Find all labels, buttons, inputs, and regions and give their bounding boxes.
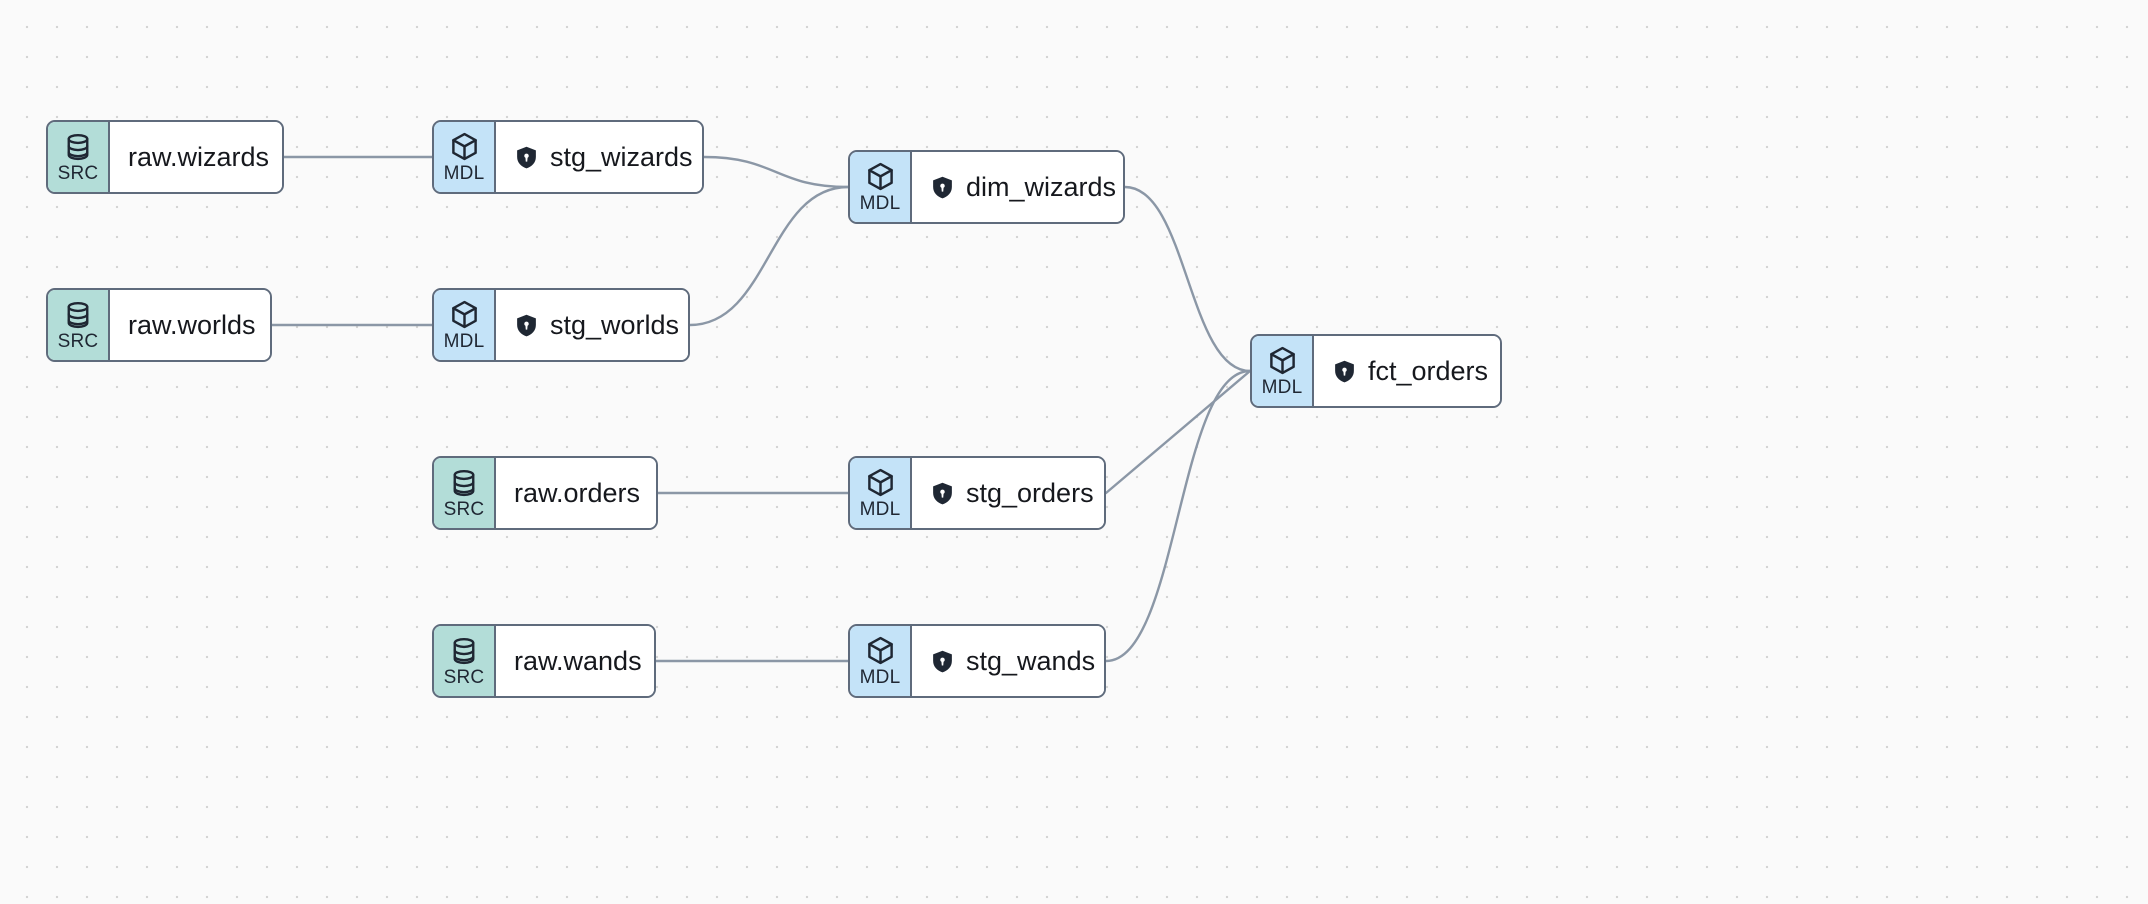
node-body: stg_orders bbox=[912, 458, 1104, 528]
node-body: fct_orders bbox=[1314, 336, 1500, 406]
node-kind-badge-src: SRC bbox=[48, 290, 110, 360]
node-kind-label: MDL bbox=[859, 499, 901, 520]
node-body: raw.worlds bbox=[110, 290, 270, 360]
edge-stg_orders-to-fct_orders bbox=[1104, 369, 1252, 495]
database-icon bbox=[449, 468, 479, 498]
shield-lock-icon bbox=[930, 175, 955, 200]
shield-lock-icon bbox=[514, 145, 539, 170]
cube-icon bbox=[1267, 345, 1298, 376]
shield-lock-icon bbox=[930, 649, 955, 674]
edge-dim_wizards-to-fct_orders bbox=[1123, 185, 1252, 373]
node-label: raw.wizards bbox=[128, 141, 270, 172]
cube-icon bbox=[865, 467, 896, 498]
node-body: stg_worlds bbox=[496, 290, 688, 360]
node-label: stg_orders bbox=[966, 477, 1094, 508]
node-body: raw.wizards bbox=[110, 122, 282, 192]
node-stg_wizards[interactable]: MDL stg_wizards bbox=[432, 120, 704, 194]
node-label: fct_orders bbox=[1368, 355, 1489, 386]
node-kind-label: SRC bbox=[443, 666, 485, 688]
node-body: raw.wands bbox=[496, 626, 654, 696]
database-icon bbox=[449, 636, 479, 666]
node-kind-label: SRC bbox=[57, 330, 99, 352]
node-kind-label: MDL bbox=[859, 667, 901, 688]
node-kind-badge-mdl: MDL bbox=[434, 290, 496, 360]
shield-lock-icon bbox=[930, 481, 955, 506]
node-raw_worlds[interactable]: SRC raw.worlds bbox=[46, 288, 272, 362]
node-label: raw.orders bbox=[514, 477, 641, 508]
node-stg_orders[interactable]: MDL stg_orders bbox=[848, 456, 1106, 530]
node-label: stg_worlds bbox=[550, 309, 680, 340]
shield-lock-icon bbox=[514, 313, 539, 338]
node-kind-label: SRC bbox=[443, 498, 485, 520]
cube-icon bbox=[865, 161, 896, 192]
node-body: dim_wizards bbox=[912, 152, 1123, 222]
edge-stg_wands-to-fct_orders bbox=[1104, 369, 1252, 663]
node-body: stg_wizards bbox=[496, 122, 702, 192]
edge-stg_worlds-to-dim_wizards bbox=[688, 185, 850, 327]
database-icon bbox=[63, 300, 93, 330]
node-dim_wizards[interactable]: MDL dim_wizards bbox=[848, 150, 1125, 224]
node-kind-badge-mdl: MDL bbox=[434, 122, 496, 192]
node-kind-label: MDL bbox=[443, 163, 485, 184]
node-label: stg_wizards bbox=[550, 141, 693, 172]
node-stg_wands[interactable]: MDL stg_wands bbox=[848, 624, 1106, 698]
cube-icon bbox=[865, 635, 896, 666]
node-raw_orders[interactable]: SRC raw.orders bbox=[432, 456, 658, 530]
node-kind-badge-src: SRC bbox=[434, 626, 496, 696]
node-kind-badge-src: SRC bbox=[48, 122, 110, 192]
node-raw_wizards[interactable]: SRC raw.wizards bbox=[46, 120, 284, 194]
node-kind-badge-mdl: MDL bbox=[850, 626, 912, 696]
node-label: dim_wizards bbox=[966, 171, 1117, 202]
shield-lock-icon bbox=[1332, 359, 1357, 384]
node-stg_worlds[interactable]: MDL stg_worlds bbox=[432, 288, 690, 362]
node-label: stg_wands bbox=[966, 645, 1096, 676]
node-raw_wands[interactable]: SRC raw.wands bbox=[432, 624, 656, 698]
cube-icon bbox=[449, 131, 480, 162]
edge-stg_wizards-to-dim_wizards bbox=[702, 155, 850, 189]
node-fct_orders[interactable]: MDL fct_orders bbox=[1250, 334, 1502, 408]
node-body: raw.orders bbox=[496, 458, 656, 528]
node-kind-badge-mdl: MDL bbox=[850, 458, 912, 528]
node-kind-label: SRC bbox=[57, 162, 99, 184]
cube-icon bbox=[449, 299, 480, 330]
node-kind-label: MDL bbox=[443, 331, 485, 352]
node-kind-label: MDL bbox=[1261, 377, 1303, 398]
database-icon bbox=[63, 132, 93, 162]
node-label: raw.worlds bbox=[128, 309, 256, 340]
node-body: stg_wands bbox=[912, 626, 1104, 696]
node-label: raw.wands bbox=[514, 645, 642, 676]
node-kind-badge-mdl: MDL bbox=[850, 152, 912, 222]
node-kind-label: MDL bbox=[859, 193, 901, 214]
node-kind-badge-mdl: MDL bbox=[1252, 336, 1314, 406]
node-kind-badge-src: SRC bbox=[434, 458, 496, 528]
